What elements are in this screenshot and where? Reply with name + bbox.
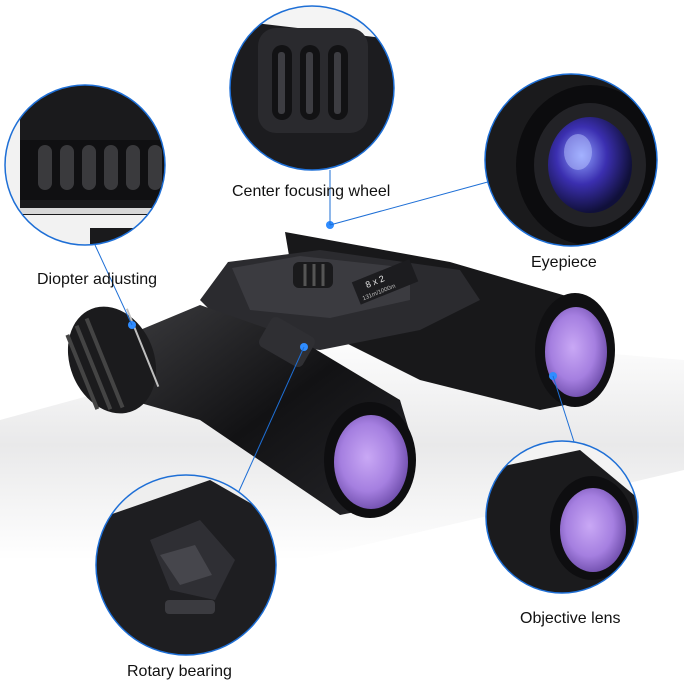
connector-lines <box>94 170 576 501</box>
label-diopter-adjusting: Diopter adjusting <box>37 271 158 288</box>
callout-objective-lens <box>485 440 639 594</box>
binoculars-body: 8 x 2 131m/1000m <box>65 221 615 518</box>
label-eyepiece: Eyepiece <box>531 254 597 271</box>
label-center-focusing-wheel: Center focusing wheel <box>232 183 391 200</box>
callout-eyepiece <box>484 73 658 247</box>
label-rotary-bearing: Rotary bearing <box>127 663 232 680</box>
callout-diopter-adjusting <box>4 84 166 246</box>
label-objective-lens: Objective lens <box>520 610 621 627</box>
callout-center-focusing-wheel <box>229 5 395 171</box>
front-objective-lens <box>334 415 408 509</box>
rear-objective-lens <box>545 307 607 397</box>
callout-rotary-bearing <box>95 474 277 656</box>
